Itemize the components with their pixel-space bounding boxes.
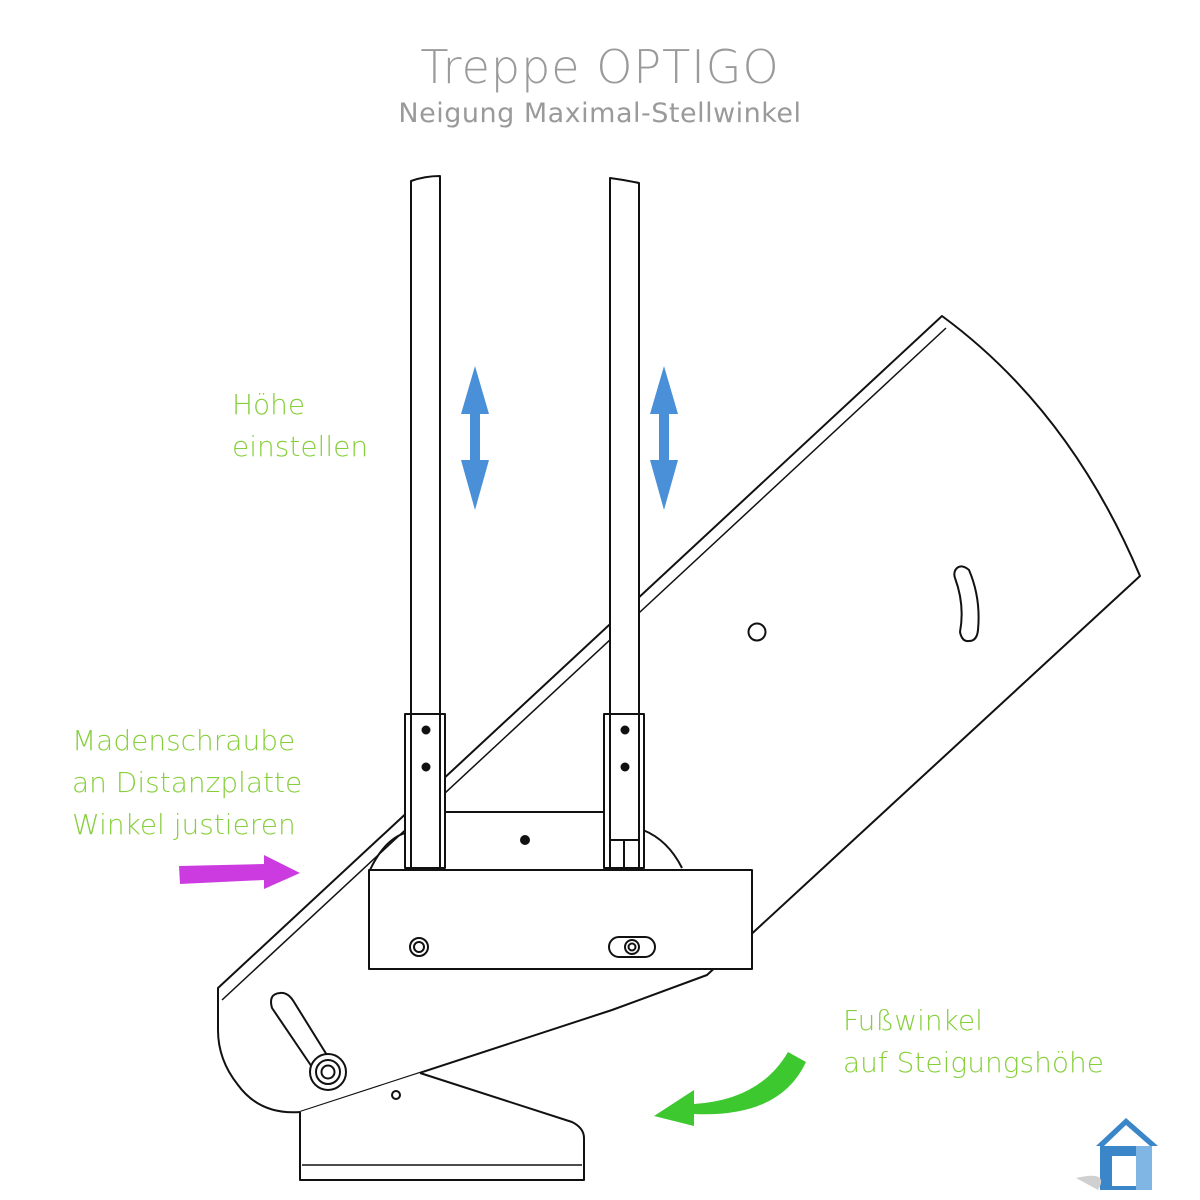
- base-foot: [299, 1072, 585, 1181]
- tread-box: [368, 869, 753, 970]
- tread-hole-left-inner: [413, 941, 425, 953]
- adjust-bolt-nut-inner: [320, 1064, 336, 1080]
- adjust-bolt-shaft: [270, 991, 331, 1071]
- post-right-screw-2: [620, 762, 630, 772]
- tread-hole-left: [409, 937, 429, 957]
- label-screw-line-2: an Distanzplatte: [72, 766, 303, 799]
- base-hole: [391, 1090, 401, 1100]
- house-logo-icon: [1076, 1118, 1158, 1190]
- label-foot-line-2: auf Steigungshöhe: [843, 1046, 1104, 1079]
- adjust-bolt-nut-mid: [315, 1059, 341, 1085]
- post-right: [609, 177, 640, 715]
- label-foot-angle: Fußwinkel auf Steigungshöhe: [843, 1000, 1104, 1084]
- post-left: [410, 175, 441, 715]
- label-height-adjust: Höhe einstellen: [232, 384, 368, 468]
- post-right-screw-1: [620, 725, 630, 735]
- diagram-subtitle: Neigung Maximal-Stellwinkel: [398, 98, 802, 129]
- double-vertical-arrow-icon: [461, 366, 678, 510]
- label-foot-line-1: Fußwinkel: [843, 1004, 983, 1037]
- label-screw-line-1: Madenschraube: [72, 724, 296, 757]
- curved-arrow-icon: [654, 1052, 806, 1126]
- stringer-edge-line: [221, 327, 947, 1001]
- right-arrow-icon: [179, 855, 300, 889]
- tread-slot-bolt: [624, 939, 640, 955]
- stringer-hole: [747, 622, 767, 642]
- tread-slot: [608, 936, 656, 958]
- tread-slot-bolt-inner: [627, 942, 637, 952]
- stringer-slot: [953, 565, 980, 643]
- stair-stringer: [217, 315, 1141, 1114]
- bracket-right-gusset: [642, 829, 683, 869]
- label-screw-line-3: Winkel justieren: [72, 808, 296, 841]
- label-grub-screw: Madenschraube an Distanzplatte Winkel ju…: [72, 720, 302, 846]
- post-left-screw-1: [421, 725, 431, 735]
- diagram-title: Treppe OPTIGO: [420, 40, 780, 94]
- bracket-plate-hole: [520, 835, 530, 845]
- label-height-line-1: Höhe: [232, 388, 306, 421]
- post-left-screw-2: [421, 762, 431, 772]
- label-height-line-2: einstellen: [232, 430, 369, 463]
